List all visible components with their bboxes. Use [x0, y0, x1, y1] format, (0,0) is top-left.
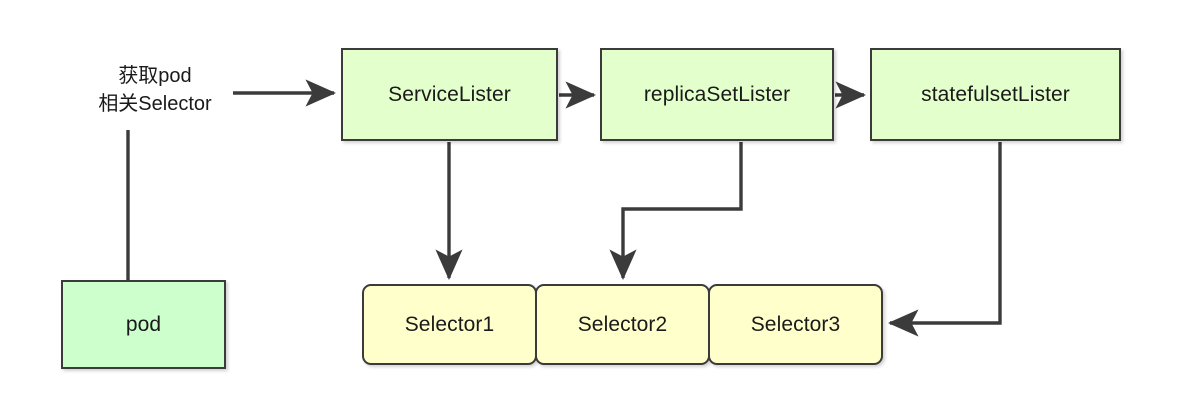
- node-selector1-label: Selector1: [404, 312, 495, 336]
- node-selector1[interactable]: Selector1: [362, 284, 537, 365]
- node-replicaset-lister[interactable]: replicaSetLister: [600, 48, 834, 141]
- node-service-lister[interactable]: ServiceLister: [341, 48, 558, 141]
- node-statefulset-lister-label: statefulsetLister: [921, 82, 1070, 106]
- node-selector2[interactable]: Selector2: [535, 284, 710, 365]
- edge-label-fetch-pod-selector: 获取pod 相关Selector: [98, 65, 212, 116]
- node-pod[interactable]: pod: [61, 280, 226, 369]
- edge-statefulset-lister-to-selector3: [887, 142, 1002, 337]
- node-pod-label: pod: [125, 312, 162, 336]
- edge-replicaset-lister-to-selector2: [609, 142, 743, 281]
- node-selector3-label: Selector3: [750, 312, 841, 336]
- node-statefulset-lister[interactable]: statefulsetLister: [870, 48, 1121, 141]
- node-selector2-label: Selector2: [577, 312, 668, 336]
- node-replicaset-lister-label: replicaSetLister: [643, 82, 791, 106]
- node-service-lister-label: ServiceLister: [388, 82, 511, 106]
- node-selector3[interactable]: Selector3: [708, 284, 883, 365]
